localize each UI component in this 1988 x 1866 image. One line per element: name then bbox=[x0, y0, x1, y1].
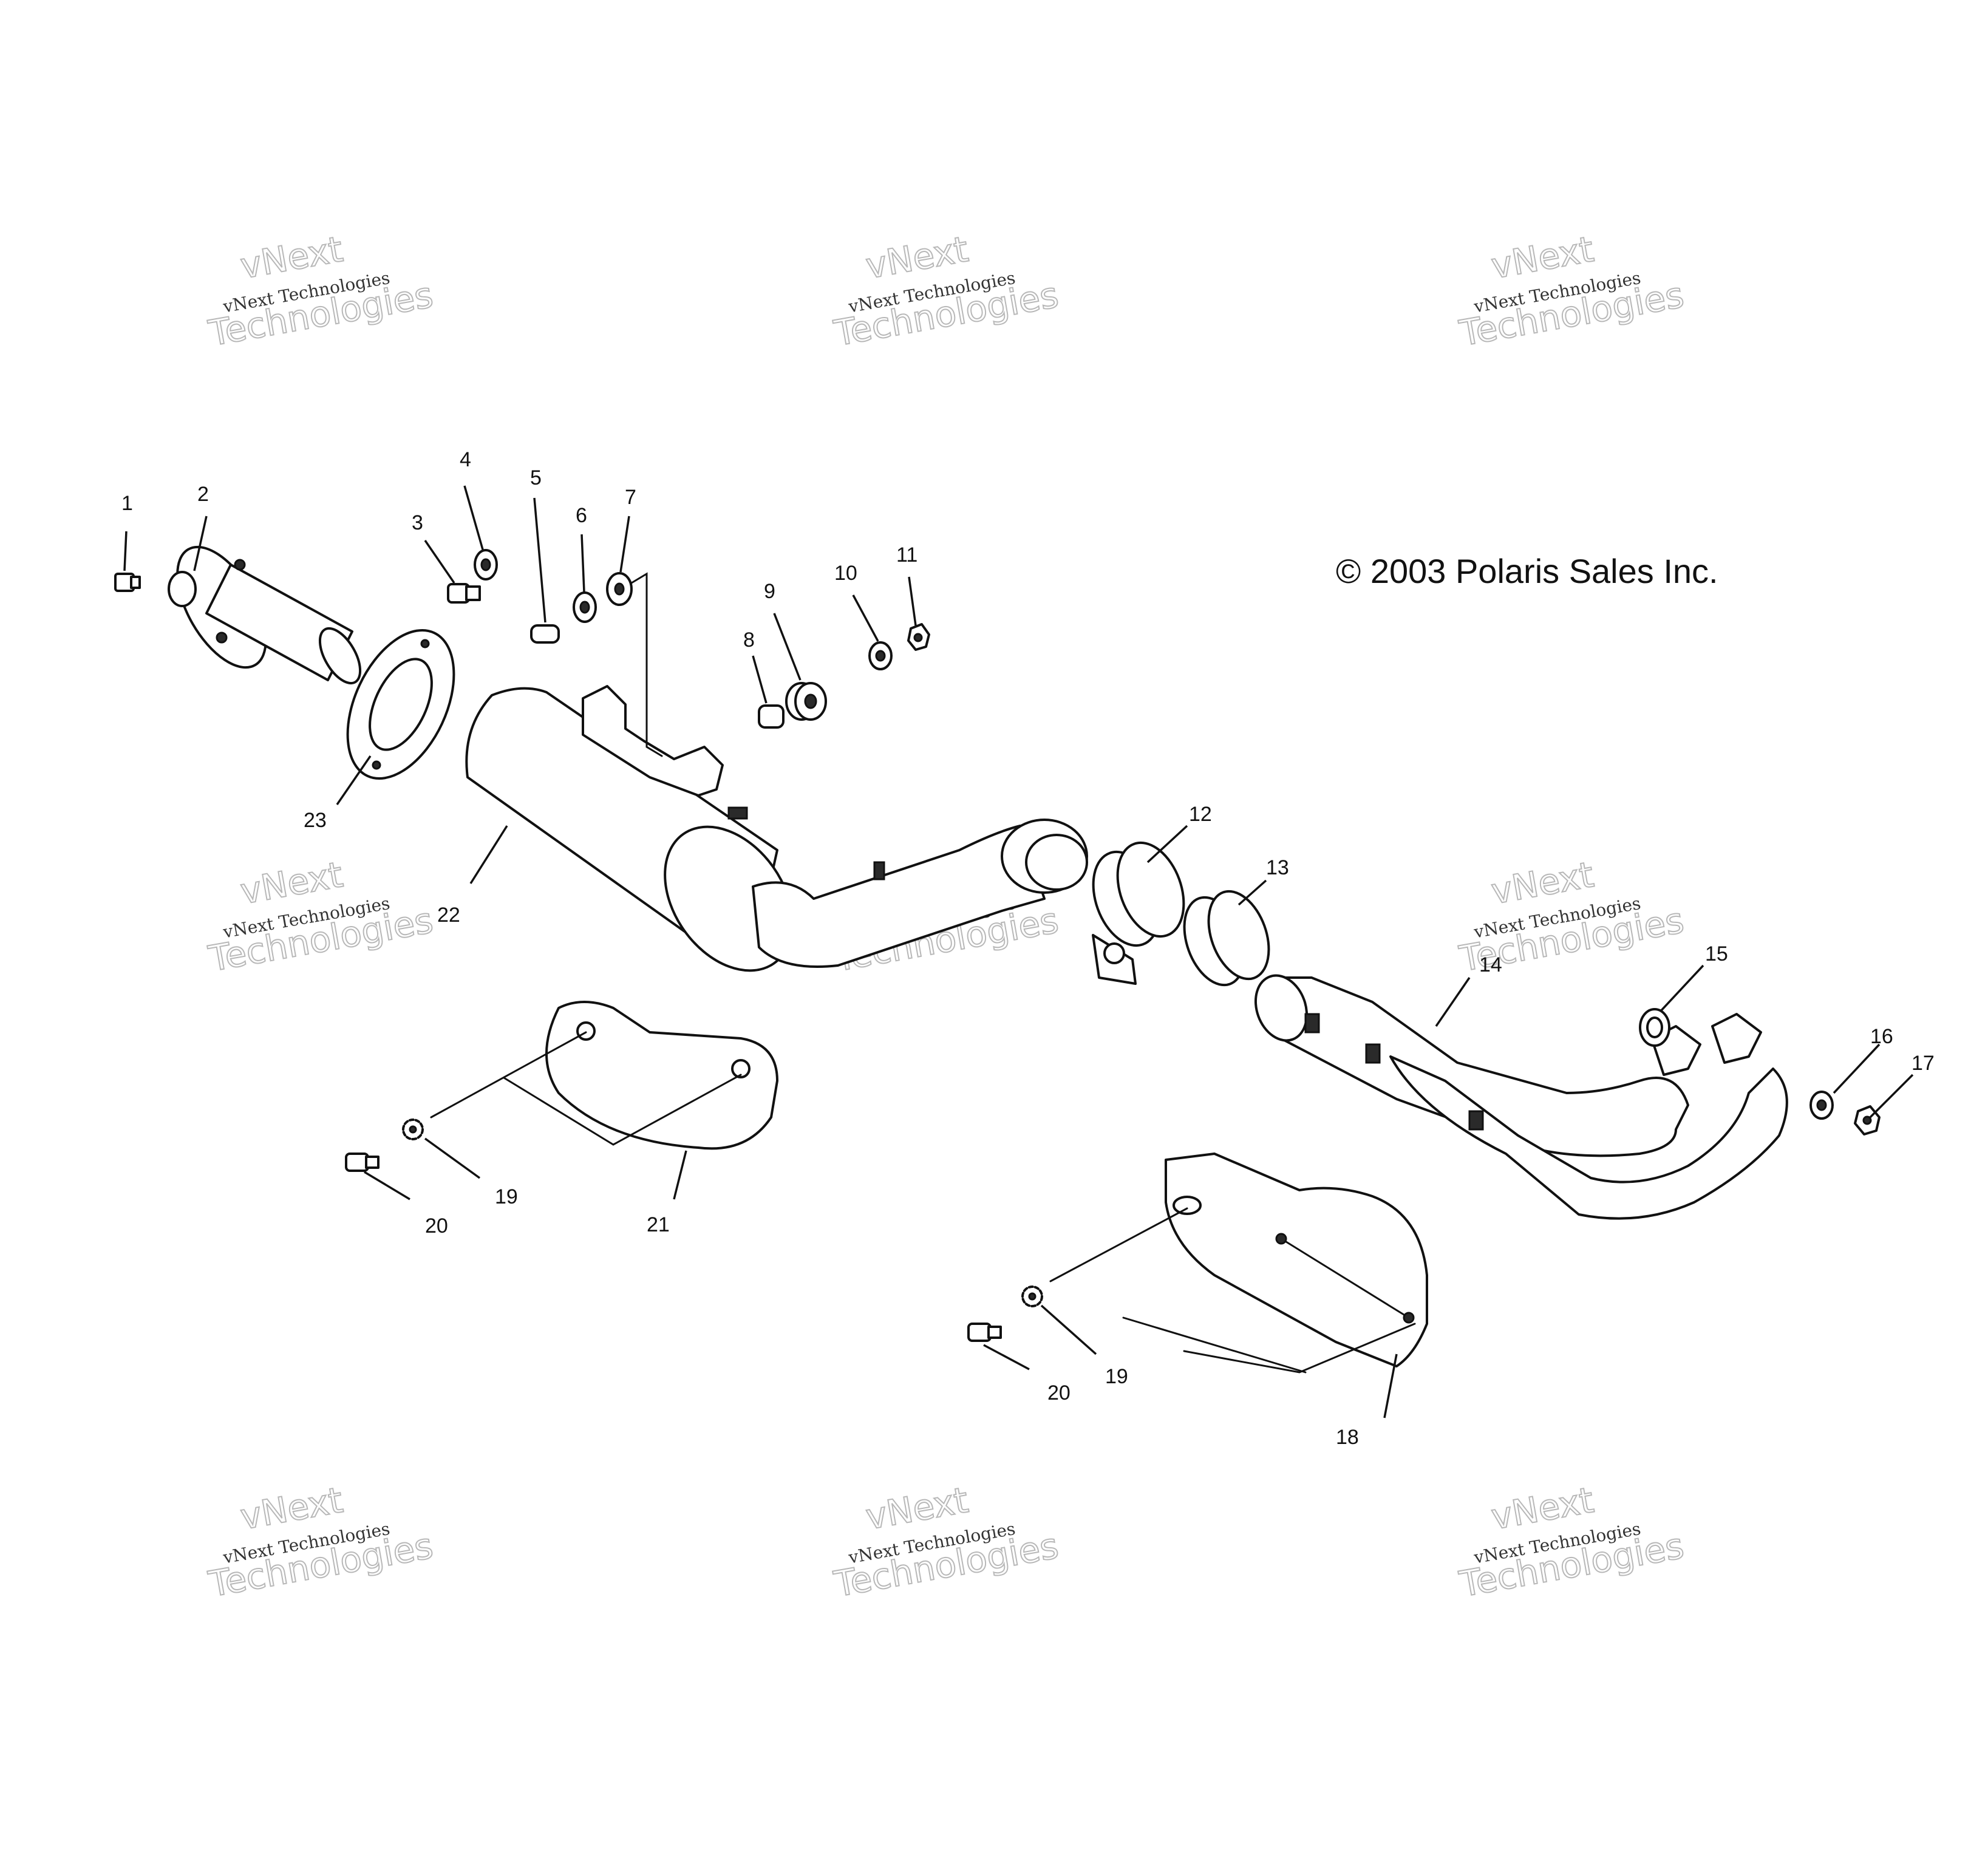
part-16-washer bbox=[1809, 1091, 1834, 1120]
callout-9: 9 bbox=[764, 580, 775, 603]
bracket-line bbox=[630, 572, 663, 757]
part-7-washer bbox=[606, 572, 633, 606]
copyright-notice: © 2003 Polaris Sales Inc. bbox=[1336, 552, 1718, 590]
part-21-heat-shield bbox=[545, 1001, 778, 1150]
callout-15: 15 bbox=[1705, 942, 1728, 965]
part-5-bolt bbox=[530, 624, 560, 644]
part-20-bolt bbox=[967, 1323, 1002, 1342]
assembly-lines bbox=[430, 1031, 1416, 1374]
part-22-muffler bbox=[465, 685, 1088, 972]
watermark: vNext vNext Technologies Technologies bbox=[830, 228, 1062, 355]
callout-5: 5 bbox=[530, 466, 542, 489]
part-19-lock-washer bbox=[1021, 1285, 1043, 1307]
leader-lines bbox=[123, 485, 1914, 1418]
callout-21: 21 bbox=[647, 1213, 670, 1236]
callout-8: 8 bbox=[743, 628, 755, 652]
watermark: vNext vNext Technologies Technologies bbox=[205, 853, 437, 980]
watermark: vNext vNext Technologies Technologies bbox=[205, 228, 437, 355]
callout-4: 4 bbox=[460, 448, 471, 471]
callout-3: 3 bbox=[412, 511, 423, 534]
callout-17: 17 bbox=[1911, 1052, 1935, 1075]
watermark: vNext vNext Technologies Technologies bbox=[205, 1479, 437, 1606]
part-2-spark-arrestor bbox=[168, 545, 362, 685]
callout-20: 20 bbox=[425, 1214, 448, 1238]
part-9-grommet bbox=[785, 682, 827, 721]
part-11-nut bbox=[907, 623, 930, 651]
watermark: vNext vNext Technologies Technologies bbox=[1455, 228, 1687, 355]
part-4-washer bbox=[474, 549, 498, 581]
callout-19: 19 bbox=[495, 1185, 518, 1208]
part-1-bolt bbox=[114, 573, 141, 592]
callout-20: 20 bbox=[1047, 1381, 1071, 1405]
callout-7: 7 bbox=[625, 486, 636, 509]
callout-1: 1 bbox=[121, 492, 133, 515]
part-20-bolt bbox=[345, 1153, 380, 1172]
part-3-bolt bbox=[447, 583, 481, 604]
callout-11: 11 bbox=[896, 543, 917, 567]
callout-6: 6 bbox=[576, 504, 587, 527]
part-12-clamp bbox=[1092, 841, 1185, 985]
part-10-washer bbox=[868, 641, 893, 670]
part-23-gasket bbox=[346, 628, 455, 780]
part-8-sleeve bbox=[758, 704, 785, 729]
callout-23: 23 bbox=[304, 809, 327, 832]
callouts: 1 2 3 4 5 6 7 8 9 10 11 12 13 14 15 16 1… bbox=[121, 448, 1935, 1449]
callout-18: 18 bbox=[1336, 1426, 1359, 1449]
part-18-heat-shield bbox=[1165, 1153, 1428, 1367]
part-13-sleeve bbox=[1183, 890, 1270, 987]
part-14-header-pipe bbox=[1254, 974, 1788, 1220]
part-19-lock-washer bbox=[402, 1119, 424, 1140]
part-6-washer bbox=[573, 591, 597, 623]
callout-19: 19 bbox=[1105, 1365, 1128, 1388]
callout-13: 13 bbox=[1266, 856, 1289, 879]
callout-14: 14 bbox=[1479, 953, 1502, 976]
callout-2: 2 bbox=[197, 483, 209, 506]
callout-16: 16 bbox=[1870, 1025, 1893, 1048]
callout-12: 12 bbox=[1189, 803, 1212, 826]
watermark: vNext vNext Technologies Technologies bbox=[830, 1479, 1062, 1606]
callout-10: 10 bbox=[834, 562, 857, 585]
callout-22: 22 bbox=[437, 904, 460, 927]
watermark: vNext vNext Technologies Technologies bbox=[1455, 1479, 1687, 1606]
part-15-gasket bbox=[1639, 1008, 1670, 1047]
